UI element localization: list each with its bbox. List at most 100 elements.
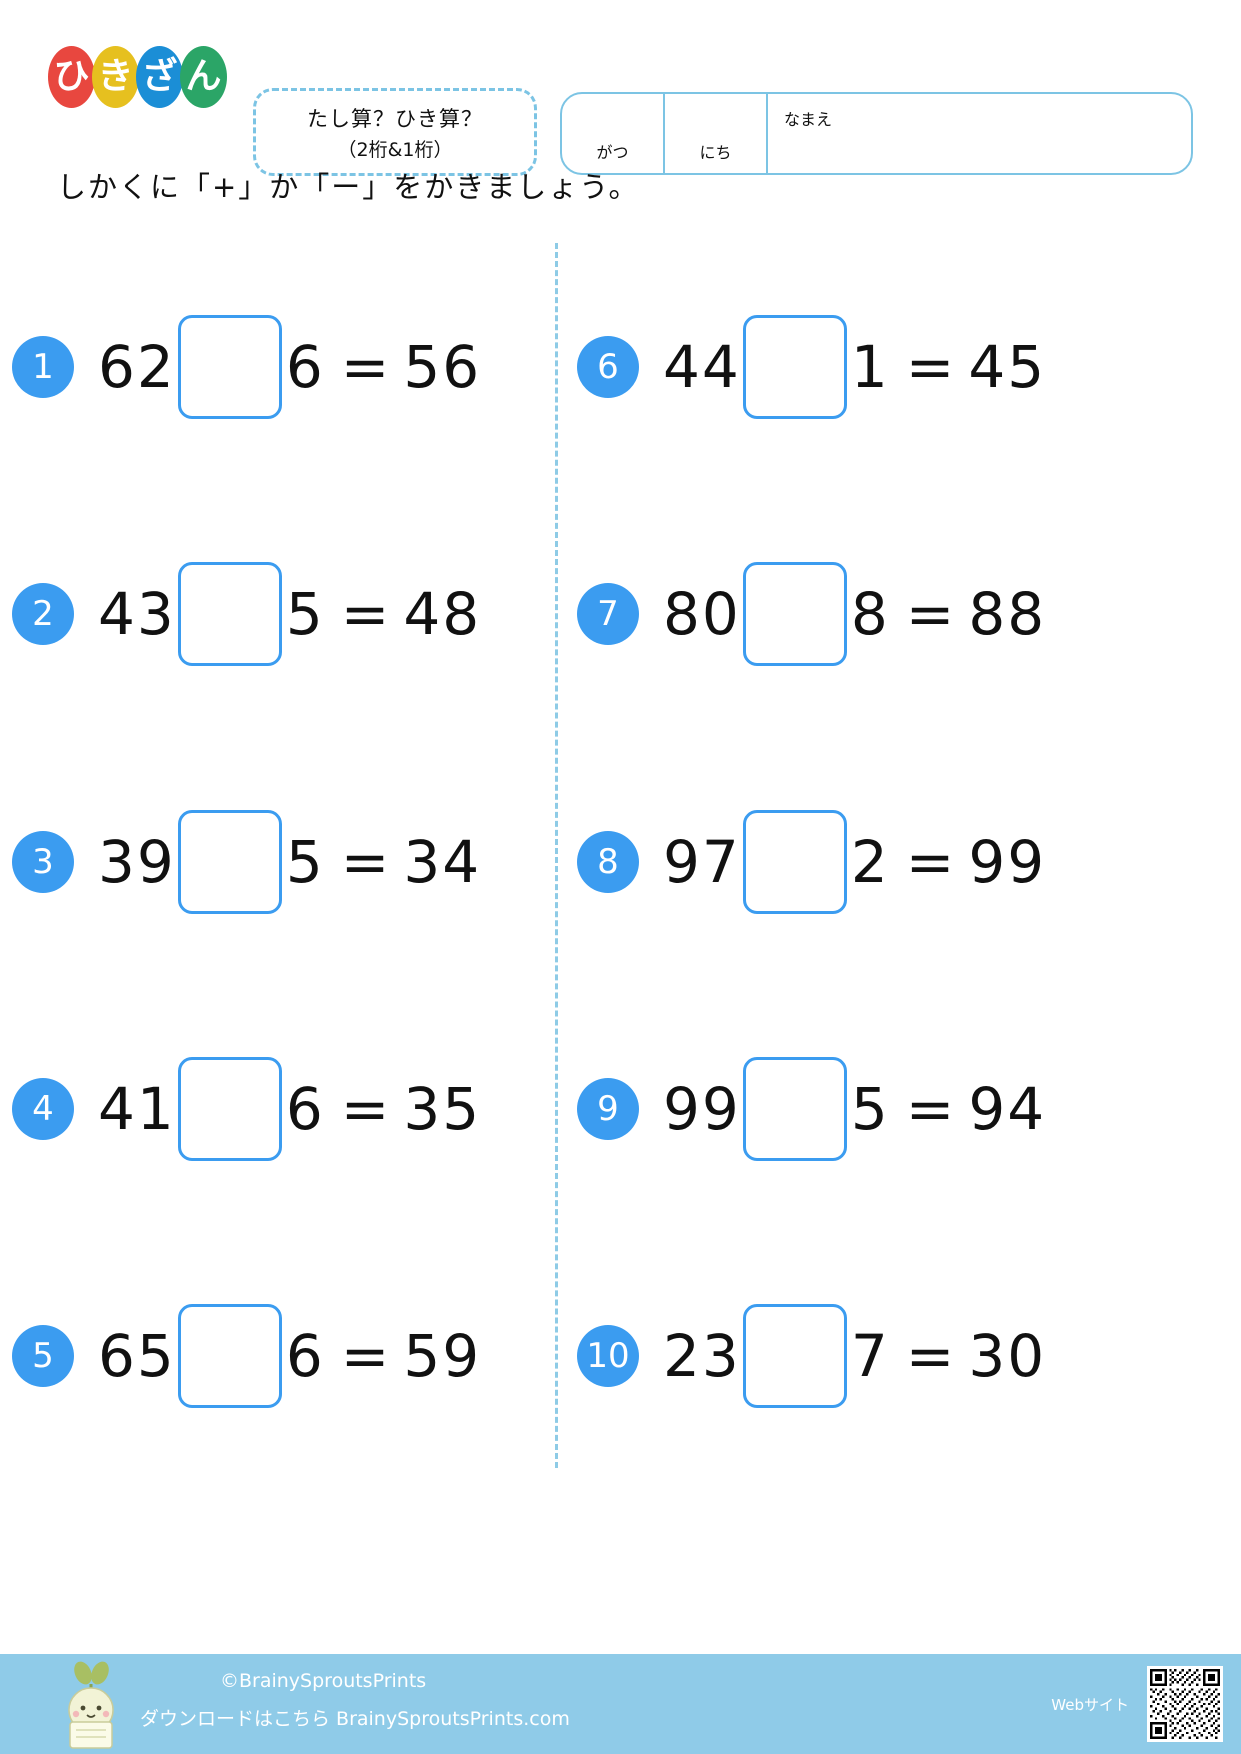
operator-answer-box[interactable] — [177, 809, 282, 914]
operand-b: 5 — [850, 1074, 888, 1143]
equals-sign: = — [340, 827, 390, 896]
worksheet-title-box: たし算？ひき算？ （2桁&1桁） — [253, 88, 537, 176]
operator-answer-box[interactable] — [742, 314, 847, 419]
month-field[interactable]: がつ — [562, 94, 665, 173]
problem-expression: 97 2 = 99 — [663, 809, 1047, 914]
problem-expression: 65 6 = 59 — [98, 1304, 482, 1409]
problem-expression: 99 5 = 94 — [663, 1056, 1047, 1161]
logo-char-1: き — [92, 46, 139, 108]
operator-answer-box[interactable] — [742, 809, 847, 914]
problem-row: 5 65 6 = 59 — [0, 1233, 555, 1480]
operand-b: 7 — [850, 1322, 888, 1391]
problem-expression: 39 5 = 34 — [98, 809, 482, 914]
problem-row: 9 99 5 = 94 — [565, 985, 1120, 1232]
problem-expression: 62 6 = 56 — [98, 314, 482, 419]
footer-text-block: ©BrainySproutsPrints ダウンロードはこちら BrainySp… — [140, 1670, 570, 1731]
result-value: 35 — [403, 1074, 482, 1143]
result-value: 99 — [968, 827, 1047, 896]
problem-row: 3 39 5 = 34 — [0, 738, 555, 985]
problem-expression: 41 6 = 35 — [98, 1056, 482, 1161]
day-field[interactable]: にち — [665, 94, 768, 173]
problem-number-badge: 9 — [577, 1077, 639, 1140]
problem-expression: 43 5 = 48 — [98, 562, 482, 667]
name-field[interactable]: なまえ — [768, 94, 1191, 173]
operator-answer-box[interactable] — [177, 314, 282, 419]
title-line-2: （2桁&1桁） — [337, 138, 453, 161]
operand-a: 65 — [98, 1322, 176, 1391]
operand-a: 43 — [98, 580, 176, 649]
operand-b: 5 — [285, 580, 323, 649]
sprout-mascot-icon — [68, 1661, 114, 1749]
title-line-1: たし算？ひき算？ — [307, 106, 483, 131]
problem-number-badge: 7 — [577, 583, 639, 646]
download-text: ダウンロードはこちら BrainySproutsPrints.com — [140, 1708, 570, 1730]
operand-a: 62 — [98, 332, 176, 401]
operator-answer-box[interactable] — [742, 1304, 847, 1409]
equals-sign: = — [340, 580, 390, 649]
equals-sign: = — [905, 1074, 955, 1143]
problem-row: 8 97 2 = 99 — [565, 738, 1120, 985]
equals-sign: = — [905, 827, 955, 896]
equals-sign: = — [340, 332, 390, 401]
problem-number-badge: 5 — [12, 1325, 74, 1388]
problem-expression: 23 7 = 30 — [663, 1304, 1047, 1409]
operand-a: 39 — [98, 827, 176, 896]
operator-answer-box[interactable] — [177, 562, 282, 667]
operand-b: 6 — [285, 332, 323, 401]
problem-row: 1 62 6 = 56 — [0, 243, 555, 490]
operand-b: 1 — [850, 332, 888, 401]
operand-a: 80 — [663, 580, 741, 649]
problem-number-badge: 10 — [577, 1325, 639, 1388]
result-value: 56 — [403, 332, 482, 401]
logo-char-2: ざ — [136, 46, 183, 108]
problem-number-badge: 6 — [577, 335, 639, 398]
operand-b: 6 — [285, 1322, 323, 1391]
operand-b: 5 — [285, 827, 323, 896]
result-value: 34 — [403, 827, 482, 896]
equals-sign: = — [340, 1322, 390, 1391]
operand-a: 41 — [98, 1074, 176, 1143]
website-label: Webサイト — [1051, 1696, 1129, 1714]
operand-b: 8 — [850, 580, 888, 649]
problem-number-badge: 8 — [577, 830, 639, 893]
month-label: がつ — [596, 143, 629, 162]
result-value: 94 — [968, 1074, 1047, 1143]
hikizan-logo: ひ き ざ ん — [48, 46, 227, 108]
logo-char-0: ひ — [48, 46, 95, 108]
equals-sign: = — [905, 580, 955, 649]
operator-answer-box[interactable] — [177, 1056, 282, 1161]
problem-row: 10 23 7 = 30 — [565, 1233, 1120, 1480]
operand-a: 23 — [663, 1322, 741, 1391]
problem-column-right: 6 44 1 = 45 7 80 8 = 88 — [565, 243, 1120, 1480]
operand-a: 99 — [663, 1074, 741, 1143]
equals-sign: = — [905, 1322, 955, 1391]
problem-number-badge: 4 — [12, 1077, 74, 1140]
result-value: 59 — [403, 1322, 482, 1391]
result-value: 45 — [968, 332, 1047, 401]
logo-char-3: ん — [180, 46, 227, 108]
result-value: 48 — [403, 580, 482, 649]
page-header: ひ き ざ ん たし算？ひき算？ （2桁&1桁） がつ にち なまえ — [0, 44, 1241, 176]
problem-number-badge: 1 — [12, 335, 74, 398]
operator-answer-box[interactable] — [177, 1304, 282, 1409]
result-value: 30 — [968, 1322, 1047, 1391]
problem-grid: 1 62 6 = 56 2 43 5 = 48 — [0, 243, 1241, 1480]
problem-expression: 44 1 = 45 — [663, 314, 1047, 419]
operand-b: 2 — [850, 827, 888, 896]
result-value: 88 — [968, 580, 1047, 649]
qr-code[interactable] — [1147, 1666, 1223, 1742]
operand-b: 6 — [285, 1074, 323, 1143]
problem-expression: 80 8 = 88 — [663, 562, 1047, 667]
operand-a: 97 — [663, 827, 741, 896]
operator-answer-box[interactable] — [742, 1056, 847, 1161]
date-name-box: がつ にち なまえ — [560, 92, 1193, 175]
problem-number-badge: 2 — [12, 583, 74, 646]
operand-a: 44 — [663, 332, 741, 401]
operator-answer-box[interactable] — [742, 562, 847, 667]
instruction-text: しかくに「+」か「ー」をかきましょう。 — [57, 170, 640, 204]
problem-column-left: 1 62 6 = 56 2 43 5 = 48 — [0, 243, 555, 1480]
day-label: にち — [699, 143, 732, 162]
equals-sign: = — [340, 1074, 390, 1143]
page-footer: ©BrainySproutsPrints ダウンロードはこちら BrainySp… — [0, 1654, 1241, 1754]
